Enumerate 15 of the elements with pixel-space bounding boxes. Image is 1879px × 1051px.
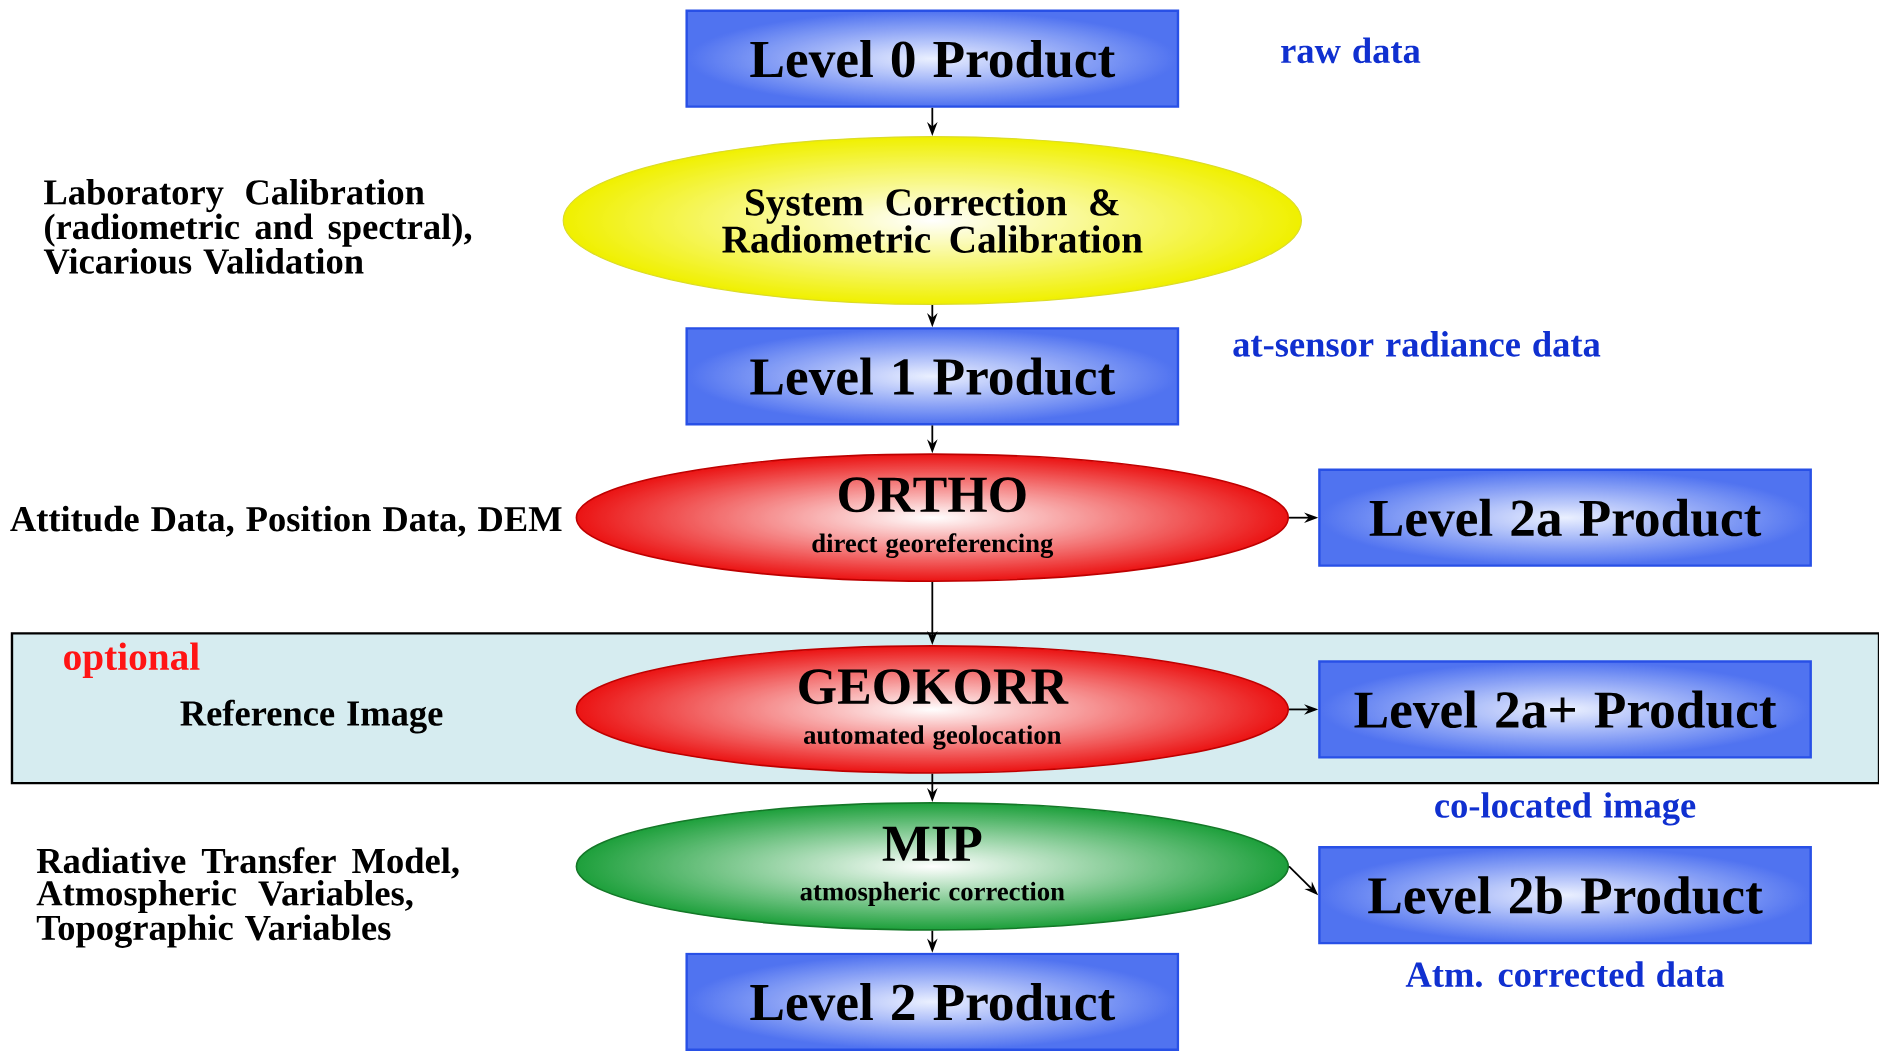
product-box: Level 2b Product — [1318, 846, 1812, 945]
product-box: Level 2a+ Product — [1318, 660, 1812, 759]
annotation-text: raw data — [1281, 37, 1421, 64]
annotation-text: Attitude Data, Position Data, DEM — [10, 505, 562, 537]
annotation-text: at-sensor radiance data — [1233, 331, 1601, 357]
product-box: Level 2a Product — [1318, 468, 1812, 567]
annotation-text: Atm. corrected data — [1405, 961, 1725, 988]
annotation-text: Laboratory Calibration (radiometric and spectral), Vicarious Validation — [43, 179, 472, 274]
annotation-text: Radiative Transfer Model, Atmospheric Variables, Topographic Variables — [36, 847, 459, 948]
product-box: Level 0 Product — [685, 9, 1180, 108]
annotation-text: co-located image — [1435, 792, 1696, 826]
band-heading: optional — [64, 642, 200, 679]
product-box: Level 2 Product — [685, 952, 1180, 1051]
annotation-text: Reference Image — [180, 699, 443, 734]
product-box: Level 1 Product — [685, 327, 1180, 426]
